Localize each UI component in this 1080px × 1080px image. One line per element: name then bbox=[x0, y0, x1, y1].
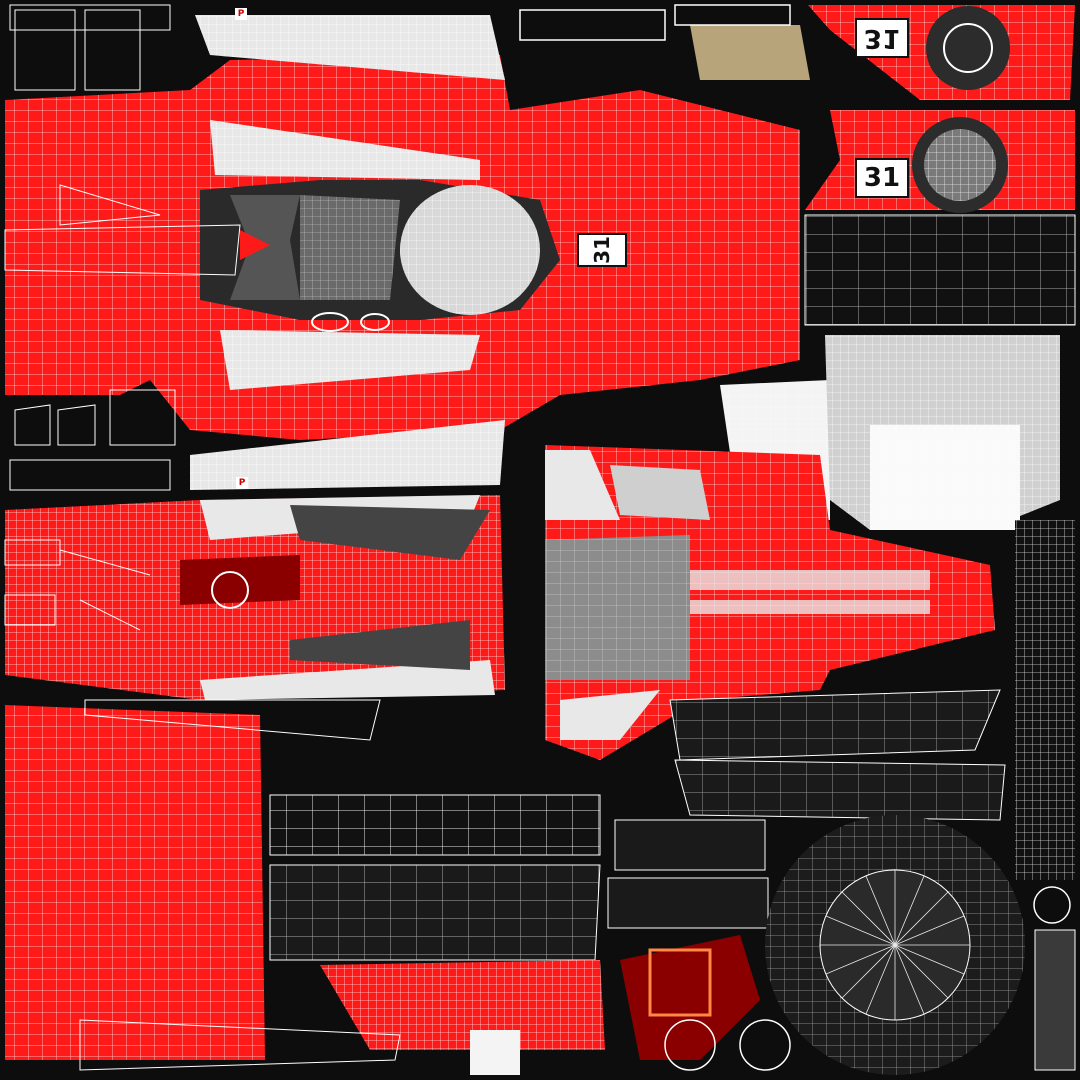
top-right-red-panels bbox=[805, 5, 1075, 213]
bottom-red-pieces bbox=[320, 935, 791, 1075]
small-parts-left bbox=[4, 4, 401, 1071]
tire-uv bbox=[765, 815, 1076, 1075]
sidepod-panel bbox=[5, 495, 505, 700]
marker-top-left: P bbox=[235, 8, 247, 20]
right-column-strip bbox=[1015, 520, 1075, 880]
floor-panel bbox=[804, 214, 1076, 326]
tan-panel bbox=[690, 25, 810, 80]
rear-wing-wire bbox=[269, 794, 601, 961]
top-strip-2 bbox=[674, 4, 791, 26]
top-strip bbox=[519, 9, 666, 41]
marker-lower-left: P bbox=[236, 477, 248, 489]
nose-panel bbox=[545, 445, 995, 760]
number-badge-nose: 31 bbox=[577, 233, 627, 267]
number-badge-top-right: 31 bbox=[855, 158, 909, 198]
lower-left-panel bbox=[5, 705, 265, 1060]
number-badge-top-mirrored: 31 bbox=[855, 18, 909, 58]
wing-parts-right bbox=[720, 335, 1060, 530]
diffuser-panels bbox=[607, 689, 1006, 929]
cockpit-region bbox=[200, 180, 560, 332]
